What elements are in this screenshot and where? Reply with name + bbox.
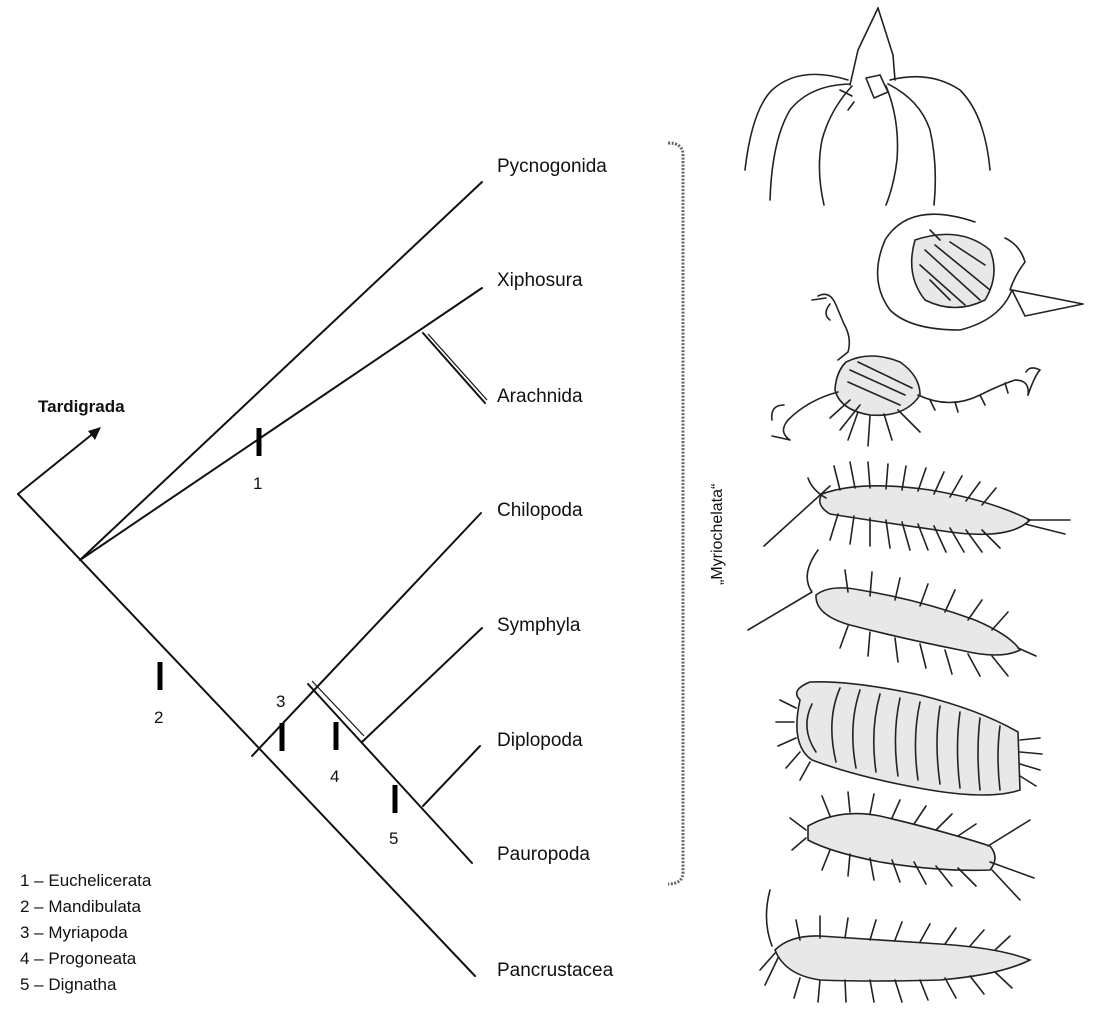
legend-item-5: 5 – Dignatha (20, 975, 117, 994)
legend-item-2: 2 – Mandibulata (20, 897, 142, 916)
mark-4: 4 (330, 767, 339, 786)
taxon-xiphosura: Xiphosura (497, 270, 583, 291)
millipede-icon (776, 682, 1042, 795)
tree-branches (18, 182, 487, 976)
pauropod-icon (790, 792, 1034, 900)
taxon-pauropoda: Pauropoda (497, 844, 590, 865)
branch-diplopoda (423, 746, 480, 806)
mark-2: 2 (154, 708, 163, 727)
taxon-pancrustacea: Pancrustacea (497, 960, 614, 981)
group-bracket: „Myriochelata“ (668, 143, 726, 884)
mark-1: 1 (253, 474, 262, 493)
taxon-symphyla: Symphyla (497, 615, 581, 636)
tardigrada-arrowhead (88, 427, 101, 440)
taxon-pycnogonida: Pycnogonida (497, 156, 607, 177)
node-ticks (160, 428, 395, 813)
branch-arachnida (423, 333, 485, 403)
scorpion-icon (772, 294, 1040, 446)
branch-tardigrada (18, 432, 95, 494)
group-label: „Myriochelata“ (709, 484, 726, 585)
symphylan-icon (748, 550, 1036, 676)
horseshoe-crab-icon (878, 214, 1083, 330)
branch-arachnida-inner (428, 334, 487, 400)
sea-spider-icon (745, 8, 990, 205)
taxon-chilopoda: Chilopoda (497, 500, 583, 521)
legend-item-4: 4 – Progoneata (20, 949, 137, 968)
outgroup-label: Tardigrada (38, 397, 125, 416)
legend: 1 – Euchelicerata 2 – Mandibulata 3 – My… (20, 871, 152, 994)
taxon-arachnida: Arachnida (497, 386, 583, 407)
branch-xiphosura (80, 288, 482, 560)
pancrustacean-icon (760, 890, 1030, 1002)
branch-pycnogonida (80, 182, 482, 560)
centipede-icon (764, 462, 1070, 552)
taxon-diplopoda: Diplopoda (497, 730, 583, 751)
branch-symphyla (362, 628, 482, 742)
branch-chilopoda (252, 513, 481, 756)
mark-3: 3 (276, 692, 285, 711)
legend-item-3: 3 – Myriapoda (20, 923, 128, 942)
mark-5: 5 (389, 829, 398, 848)
legend-item-1: 1 – Euchelicerata (20, 871, 152, 890)
